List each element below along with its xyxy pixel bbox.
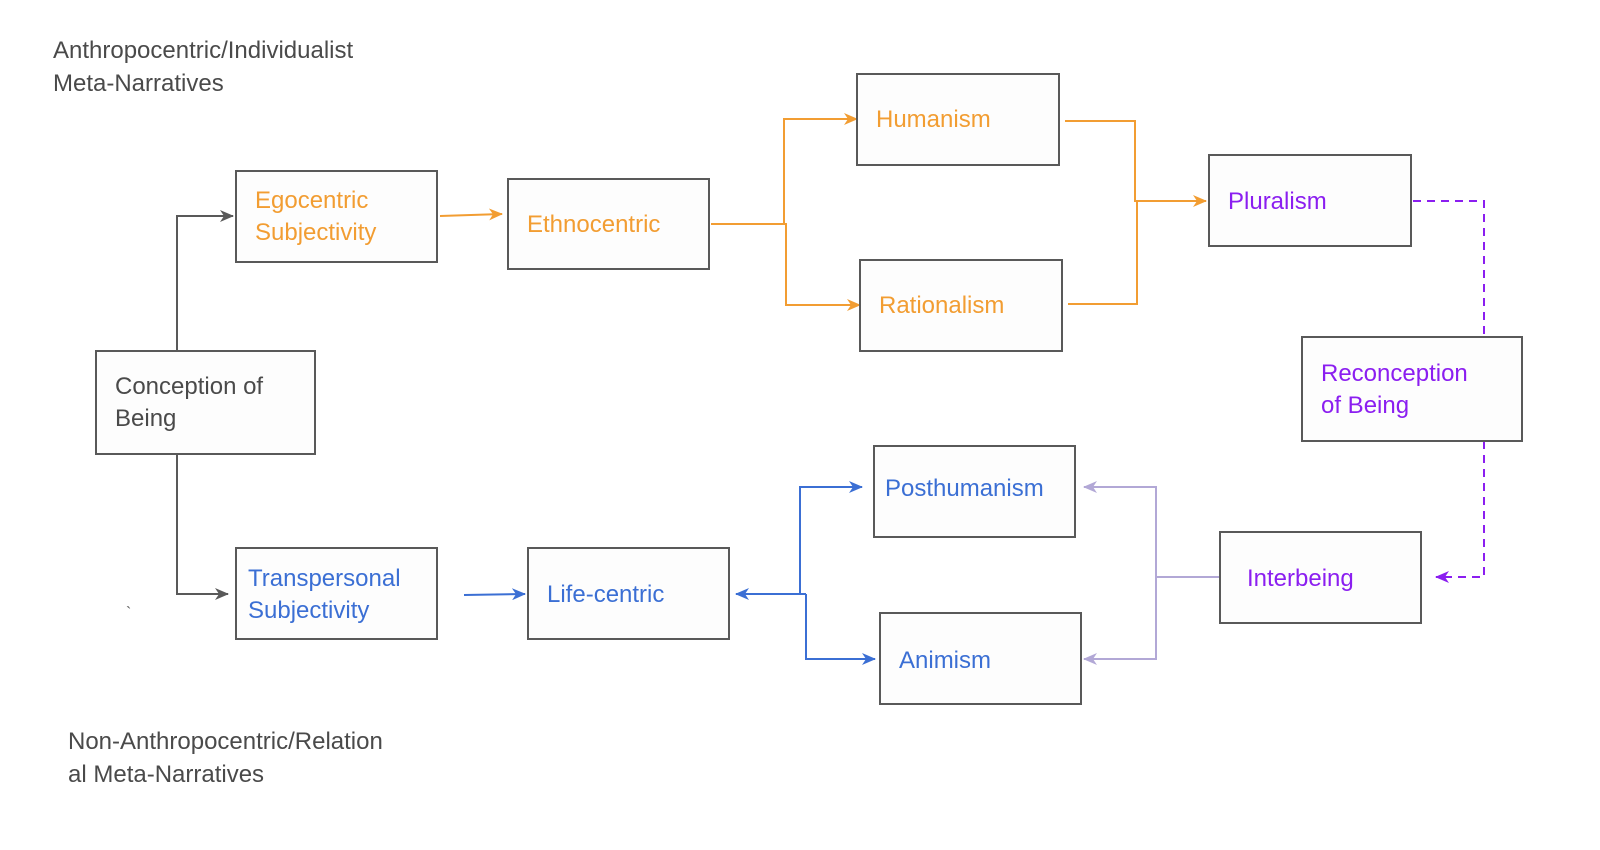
node-conception-of-being[interactable]: Conception of Being bbox=[95, 350, 316, 455]
node-label: Animism bbox=[899, 647, 992, 674]
caption-non-anthropocentric: Non-Anthropocentric/Relation al Meta-Nar… bbox=[68, 728, 383, 788]
node-interbeing[interactable]: Interbeing bbox=[1219, 531, 1422, 624]
stray-mark: ` bbox=[126, 605, 132, 622]
edge-pluralism-to-reconception bbox=[1413, 200, 1485, 337]
node-label: Life-centric bbox=[547, 581, 665, 608]
edge-reconception-to-interbeing bbox=[1435, 441, 1485, 583]
caption-anthropocentric: Anthropocentric/Individualist Meta-Narra… bbox=[53, 37, 354, 97]
edge-lifecentric-to-animism bbox=[805, 594, 876, 665]
node-label: Interbeing bbox=[1247, 565, 1354, 592]
node-rationalism[interactable]: Rationalism bbox=[859, 259, 1063, 352]
node-label: Egocentric Subjectivity bbox=[255, 187, 377, 246]
edge-transpersonal-to-lifecentric bbox=[463, 588, 526, 601]
node-label: Humanism bbox=[876, 106, 991, 133]
node-reconception-of-being[interactable]: Reconception of Being bbox=[1301, 336, 1523, 442]
node-pluralism[interactable]: Pluralism bbox=[1208, 154, 1412, 247]
node-label: Transpersonal Subjectivity bbox=[248, 565, 401, 624]
node-life-centric[interactable]: Life-centric bbox=[527, 547, 730, 640]
edge-conception-to-transpersonal bbox=[176, 455, 229, 600]
node-label: Ethnocentric bbox=[527, 211, 661, 238]
node-egocentric-subjectivity[interactable]: Egocentric Subjectivity bbox=[235, 170, 438, 263]
edge-egocentric-to-ethnocentric bbox=[439, 208, 503, 221]
edge-rationalism-to-pluralism bbox=[1068, 201, 1138, 305]
node-transpersonal-subjectivity[interactable]: Transpersonal Subjectivity bbox=[235, 547, 438, 640]
edge-lifecentric-to-posthumanism bbox=[799, 481, 863, 593]
node-label: Pluralism bbox=[1228, 188, 1327, 215]
node-label: Conception of Being bbox=[115, 373, 264, 432]
node-posthumanism[interactable]: Posthumanism bbox=[873, 445, 1076, 538]
edge-humanism-to-pluralism bbox=[1065, 120, 1207, 207]
edge-interbeing-to-posthumanism bbox=[1083, 481, 1226, 578]
node-ethnocentric[interactable]: Ethnocentric bbox=[507, 178, 710, 270]
edge-ethnocentric-to-humanism bbox=[711, 113, 858, 225]
node-label: Rationalism bbox=[879, 292, 1005, 319]
edge-ethnocentric-to-rationalism bbox=[784, 223, 861, 311]
node-animism[interactable]: Animism bbox=[879, 612, 1082, 705]
node-label: Reconception of Being bbox=[1321, 360, 1468, 419]
edge-conception-to-egocentric bbox=[176, 210, 234, 350]
node-humanism[interactable]: Humanism bbox=[856, 73, 1060, 166]
node-label: Posthumanism bbox=[885, 475, 1044, 502]
edge-interbeing-to-animism bbox=[1083, 577, 1157, 665]
